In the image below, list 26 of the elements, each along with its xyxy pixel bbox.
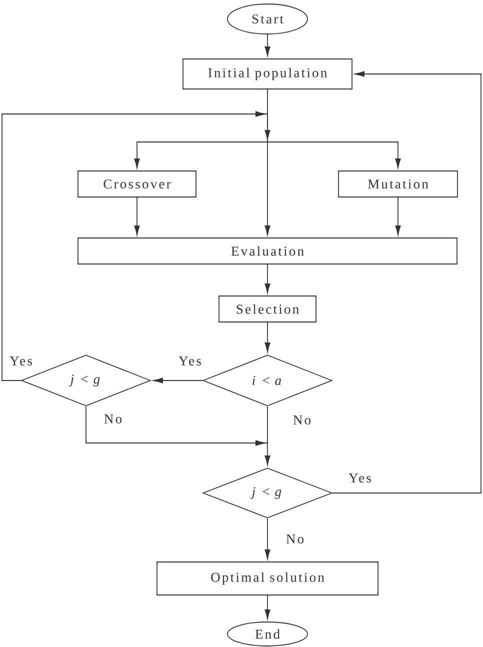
edge-label: Yes — [348, 472, 372, 484]
process-box: Selection — [218, 296, 316, 322]
arrow — [264, 34, 270, 56]
arrow — [267, 142, 401, 168]
terminal-oval: End — [227, 622, 308, 646]
edge-label: Yes — [178, 356, 202, 366]
terminal-oval: Start — [227, 4, 308, 34]
arrow — [134, 142, 268, 168]
arrow — [332, 71, 482, 494]
arrow — [264, 442, 270, 466]
arrow — [264, 322, 270, 352]
arrow — [264, 595, 270, 620]
process-box: Crossover — [78, 170, 196, 198]
edge-label: No — [284, 534, 306, 544]
arrow — [134, 197, 140, 236]
process-box: Evaluation — [78, 238, 458, 264]
arrow — [153, 378, 203, 384]
arrow — [86, 406, 268, 446]
process-box: Mutation — [338, 170, 458, 198]
process-box: Optimal solution — [156, 562, 378, 596]
process-box: Initial population — [182, 58, 352, 90]
arrow — [395, 197, 401, 236]
edge-label: No — [292, 414, 312, 426]
arrow — [264, 264, 270, 294]
arrow — [264, 518, 270, 560]
edge-label: No — [102, 414, 124, 424]
